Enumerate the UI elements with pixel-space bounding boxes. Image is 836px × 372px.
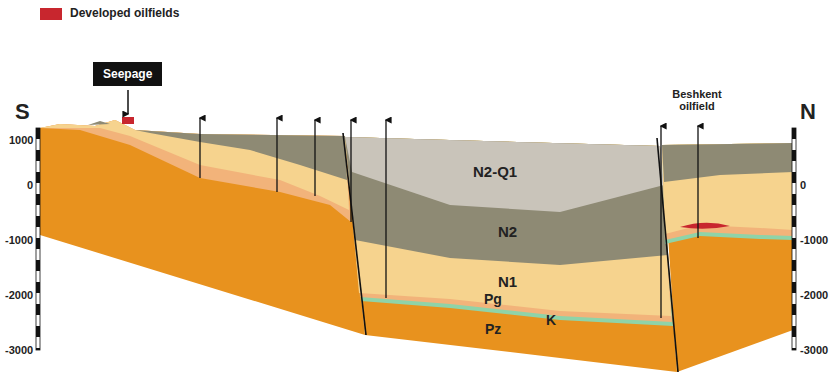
- wells: [200, 118, 698, 318]
- oil-lens: [680, 223, 730, 229]
- seepage-pointer: [127, 90, 129, 114]
- depth-value: -2000: [800, 289, 828, 301]
- depth-value: 1000: [9, 134, 33, 146]
- layer-label: Pz: [485, 322, 501, 337]
- seepage-oilfield: [122, 117, 134, 124]
- depth-value: -3000: [5, 344, 33, 356]
- fault-line: [657, 138, 678, 372]
- depth-value: -1000: [5, 234, 33, 246]
- fault-line: [343, 133, 366, 335]
- layer-label: Pg: [484, 292, 502, 307]
- depth-value: 0: [800, 179, 806, 191]
- callout-text: Seepage: [103, 67, 152, 81]
- compass-label: S: [15, 100, 30, 124]
- legend-text: Developed oilfields: [70, 7, 179, 20]
- depth-value: -1000: [800, 234, 828, 246]
- depth-scale: [36, 128, 796, 350]
- callout-box: Seepage: [93, 62, 162, 86]
- legend-swatch: [40, 8, 62, 20]
- right-block: [662, 143, 793, 372]
- depth-value: -3000: [800, 344, 828, 356]
- oilfield-label: Beshkent oilfield: [666, 88, 728, 112]
- layer-label: K: [546, 313, 556, 328]
- layer-label: N2: [498, 224, 517, 241]
- left-block: [40, 120, 365, 335]
- central-block: [345, 137, 677, 372]
- layer-label: N2-Q1: [473, 164, 517, 181]
- layer-label: N1: [498, 274, 517, 291]
- depth-value: 0: [27, 179, 33, 191]
- depth-value: -2000: [5, 289, 33, 301]
- compass-label: N: [800, 100, 816, 124]
